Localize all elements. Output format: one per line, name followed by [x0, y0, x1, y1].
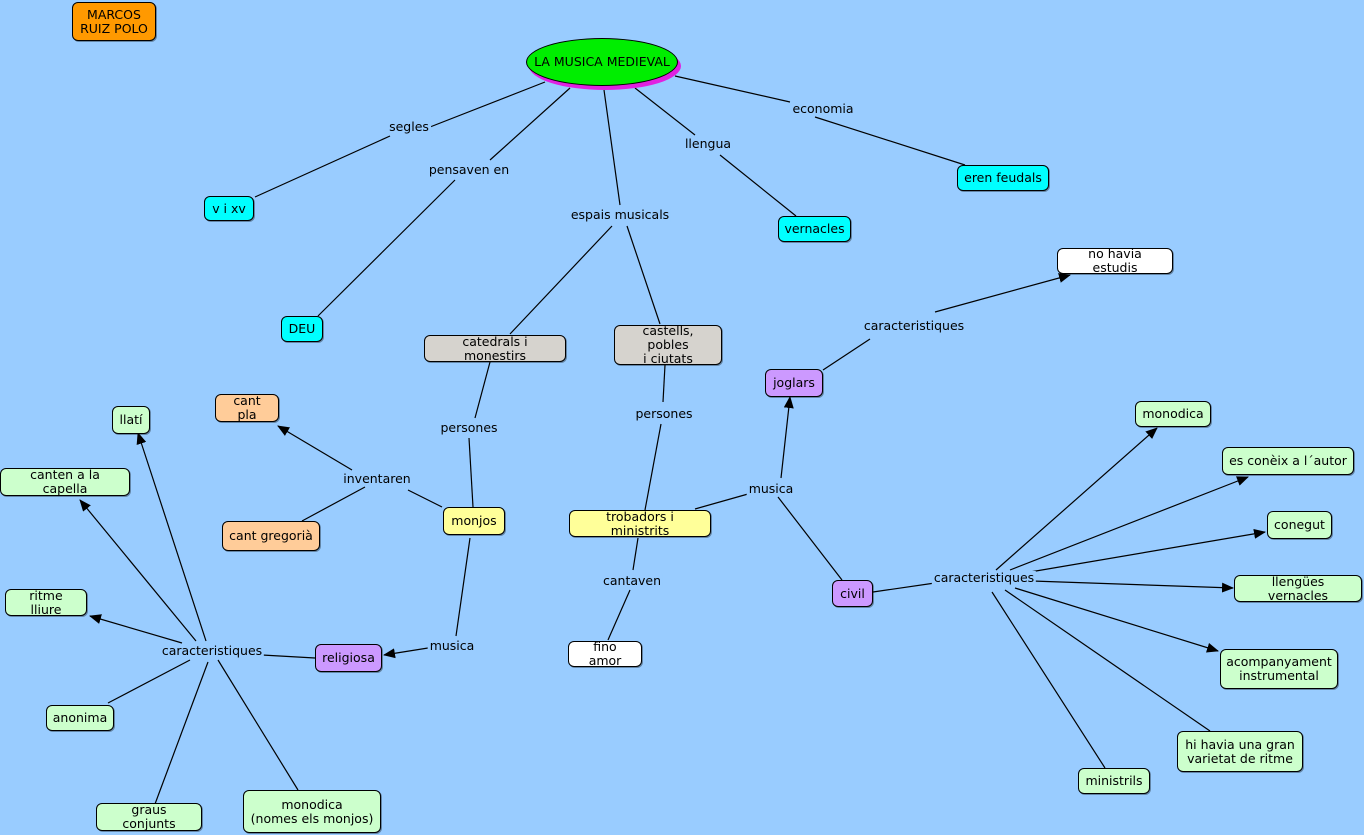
- link-label-musica-trobadors[interactable]: musica: [746, 481, 796, 496]
- node-graus-conjunts[interactable]: graus conjunts: [96, 803, 202, 831]
- node-no-havia-estudis[interactable]: no havia estudis: [1057, 247, 1173, 275]
- link-label-persones-castells[interactable]: persones: [633, 406, 695, 421]
- node-llengues-vernacles[interactable]: llengües vernacles: [1234, 574, 1362, 602]
- node-trobadors-ministrits[interactable]: trobadors i ministrits: [569, 509, 711, 537]
- main-topic-node[interactable]: LA MUSICA MEDIEVAL: [526, 38, 678, 86]
- node-v-i-xv[interactable]: v i xv: [204, 196, 254, 221]
- node-anonima[interactable]: anonima: [46, 705, 114, 731]
- node-cant-gregoria[interactable]: cant gregorià: [222, 521, 320, 551]
- node-conegut[interactable]: conegut: [1267, 511, 1332, 539]
- author-name-box[interactable]: MARCOS RUIZ POLO: [72, 2, 156, 41]
- node-varietat-ritme[interactable]: hi havia una gran varietat de ritme: [1177, 731, 1303, 772]
- node-ritme-lliure[interactable]: ritme lliure: [5, 588, 87, 616]
- link-label-segles[interactable]: segles: [387, 119, 431, 134]
- node-vernacles[interactable]: vernacles: [778, 216, 851, 242]
- node-llati[interactable]: llatí: [112, 406, 150, 434]
- node-monodica[interactable]: monodica: [1135, 401, 1211, 427]
- link-label-cantaven[interactable]: cantaven: [600, 573, 664, 588]
- link-label-musica-monjos[interactable]: musica: [427, 638, 477, 653]
- node-ministrils[interactable]: ministrils: [1078, 768, 1150, 794]
- link-label-economia[interactable]: economia: [790, 101, 856, 116]
- node-civil[interactable]: civil: [832, 580, 873, 607]
- link-label-caracteristiques-religiosa[interactable]: caracteristiques: [159, 643, 265, 658]
- node-eren-feudals[interactable]: eren feudals: [957, 165, 1049, 191]
- node-monodica-monjos[interactable]: monodica (nomes els monjos): [243, 790, 381, 833]
- link-label-inventaren[interactable]: inventaren: [341, 471, 413, 486]
- link-label-espais-musicals[interactable]: espais musicals: [568, 207, 672, 222]
- node-monjos[interactable]: monjos: [443, 507, 505, 535]
- node-catedrals-monestirs[interactable]: catedrals i monestirs: [424, 334, 566, 362]
- link-label-persones-catedrals[interactable]: persones: [438, 420, 500, 435]
- node-canten-capella[interactable]: canten a la capella: [0, 468, 130, 496]
- node-cant-pla[interactable]: cant pla: [215, 394, 279, 422]
- link-label-llengua[interactable]: llengua: [682, 136, 734, 151]
- node-deu[interactable]: DEU: [281, 316, 323, 342]
- node-castells-pobles[interactable]: castells, pobles i ciutats: [614, 324, 722, 366]
- link-label-caracteristiques-joglars[interactable]: caracteristiques: [861, 318, 967, 333]
- link-label-caracteristiques-civil[interactable]: caracteristiques: [931, 570, 1037, 585]
- node-religiosa[interactable]: religiosa: [315, 644, 382, 672]
- node-joglars[interactable]: joglars: [765, 369, 823, 397]
- link-label-pensaven-en[interactable]: pensaven en: [426, 162, 512, 177]
- node-fino-amor[interactable]: fino amor: [568, 640, 642, 668]
- node-es-coneix-autor[interactable]: es conèix a l´autor: [1222, 447, 1354, 475]
- node-acompanyament-instrumental[interactable]: acompanyament instrumental: [1220, 649, 1338, 689]
